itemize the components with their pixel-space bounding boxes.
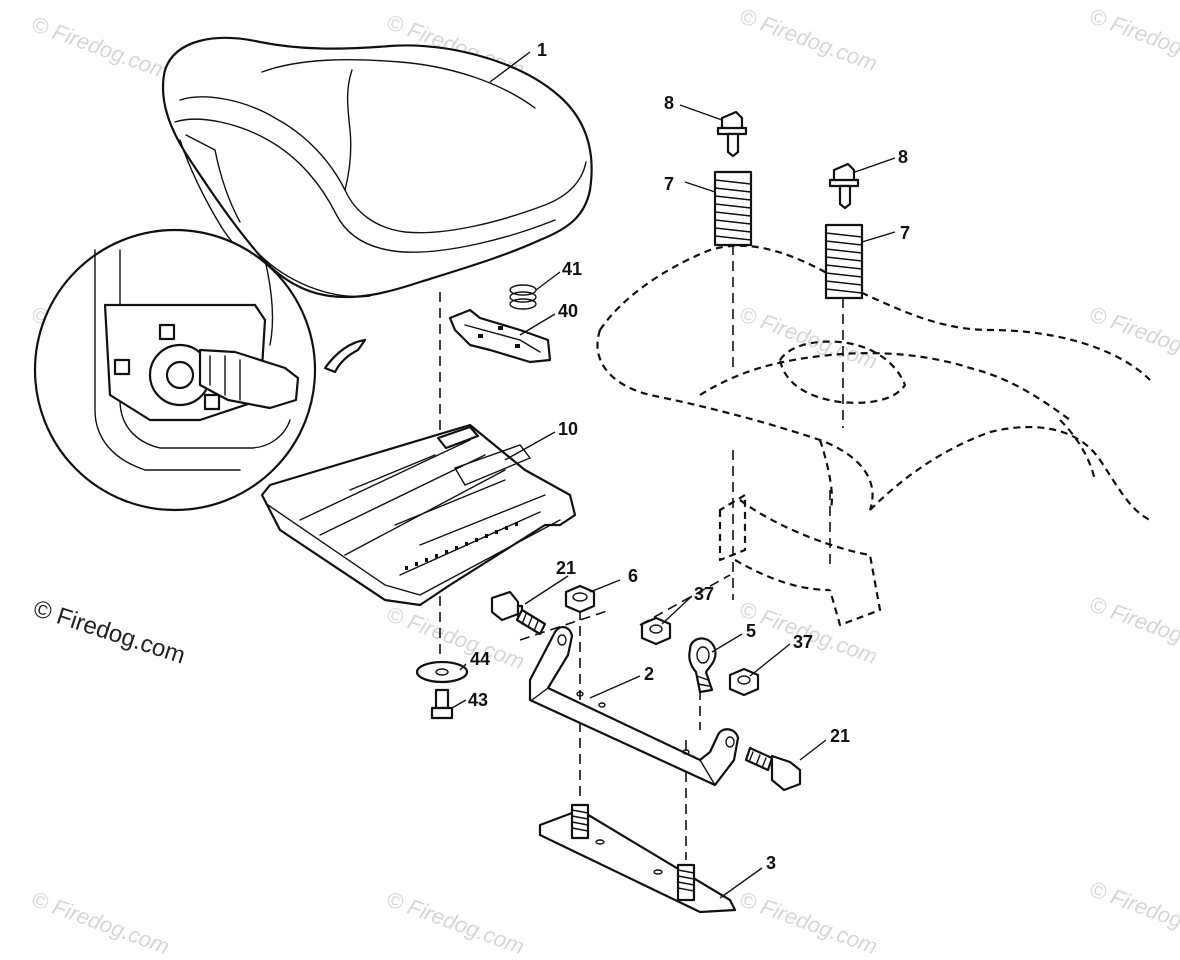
washer-44 — [415, 660, 469, 684]
watermark: © Firedog.com — [736, 3, 880, 76]
callout-7b: 7 — [900, 223, 910, 243]
clip-5 — [688, 637, 717, 694]
callout-6: 6 — [628, 566, 638, 586]
detail-magnifier — [33, 228, 367, 512]
watermark: © Firedog.com — [736, 301, 880, 374]
bolt-21-right — [744, 746, 802, 792]
callout-1: 1 — [537, 40, 547, 60]
callout-10: 10 — [558, 419, 578, 439]
bolt-8-left — [716, 110, 748, 158]
watermark: © Firedog.com — [1086, 591, 1180, 664]
nut-6 — [564, 584, 596, 614]
latch-plate-40 — [448, 308, 552, 364]
callout-8b: 8 — [898, 147, 908, 167]
copyright-mark: © Firedog.com — [30, 595, 188, 669]
watermark: © Firedog.com — [28, 11, 172, 84]
callout-7a: 7 — [664, 174, 674, 194]
seat-pan-slots — [405, 522, 518, 570]
bracket-2 — [528, 626, 740, 787]
callout-37a: 37 — [694, 584, 714, 604]
callout-37b: 37 — [793, 632, 813, 652]
seat — [161, 36, 593, 299]
watermark: © Firedog.com — [1086, 876, 1180, 949]
spring-41 — [509, 284, 537, 310]
watermark: © Firedog.com — [1086, 301, 1180, 374]
bolt-43 — [430, 688, 454, 720]
callout-43: 43 — [468, 690, 488, 710]
bolt-21-left — [490, 590, 547, 636]
callout-2: 2 — [644, 664, 654, 684]
watermark: © Firedog.com — [383, 886, 527, 959]
callout-5: 5 — [746, 621, 756, 641]
seat-pan-10 — [260, 423, 577, 607]
bolt-8-right — [828, 162, 860, 210]
callout-41: 41 — [562, 259, 582, 279]
callout-8a: 8 — [664, 93, 674, 113]
callout-40: 40 — [558, 301, 578, 321]
watermark: © Firedog.com — [1086, 3, 1180, 76]
callout-21b: 21 — [830, 726, 850, 746]
nut-37-upper — [640, 616, 672, 646]
watermark: © Firedog.com — [28, 886, 172, 959]
callout-3: 3 — [766, 853, 776, 873]
fender-ghost — [596, 244, 1151, 627]
leader-lines — [451, 51, 896, 899]
spring-7-right — [824, 223, 864, 300]
callout-44: 44 — [470, 649, 490, 669]
spring-7-left — [713, 170, 753, 247]
plate-3 — [538, 803, 737, 914]
callout-labels: 1 2 3 5 6 7 7 8 8 10 21 21 37 37 40 41 4… — [468, 40, 910, 873]
watermark: © Firedog.com — [736, 886, 880, 959]
callout-21a: 21 — [556, 558, 576, 578]
